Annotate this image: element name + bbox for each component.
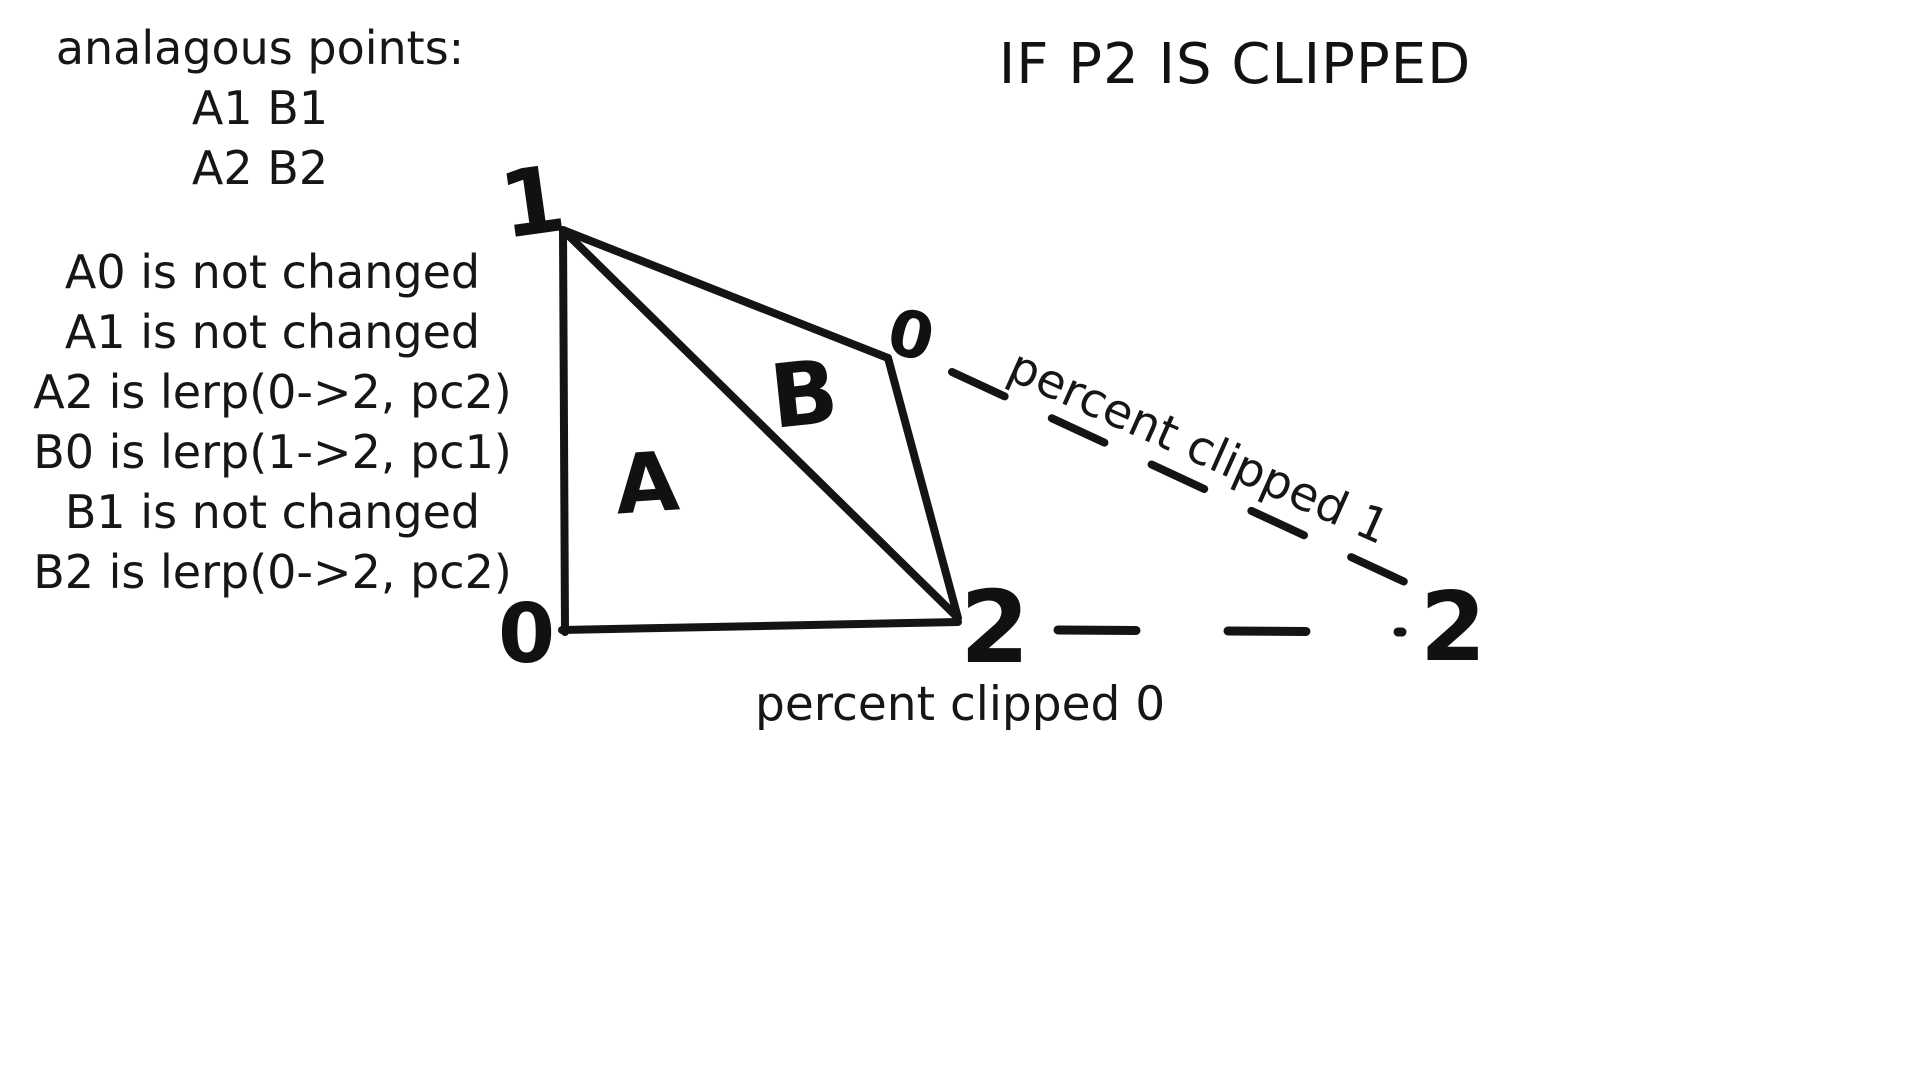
analogous-points-note: analagous points: A1 B1 A2 B2 [0,18,520,198]
rule-line-a1: A1 is not changed [64,305,481,359]
percent-clipped-1-label: percent clipped 1 [1000,339,1397,556]
analogous-pair-2: A2 B2 [191,141,329,195]
vertex-label-far-right-2: 2 [1420,573,1486,683]
analogous-pair-1: A1 B1 [191,81,329,135]
edge-clipped-0-to-2 [884,354,962,622]
vertex-label-1: 1 [493,145,571,260]
dashed-edge-percent-clipped-0 [1053,625,1407,637]
triangle-label-b: B [765,339,842,448]
lerp-rules-list: A0 is not changed A1 is not changed A2 i… [0,242,545,602]
rule-line-a0: A0 is not changed [64,245,481,299]
diagonal-1-to-2 [561,228,959,619]
dashed-edge-percent-clipped-1 [948,368,1452,606]
edge-1-to-clipped-0 [559,226,892,362]
rule-line-b0: B0 is lerp(1->2, pc1) [33,425,512,479]
edge-0-to-2 [558,618,962,634]
triangle-label-a: A [612,434,682,533]
edge-0-to-1 [559,226,569,636]
rule-line-b1: B1 is not changed [64,485,481,539]
rule-line-a2: A2 is lerp(0->2, pc2) [33,365,512,419]
vertex-label-0: 0 [498,587,555,682]
rule-line-b2: B2 is lerp(0->2, pc2) [33,545,512,599]
page-title: IF P2 IS CLIPPED [998,32,1472,97]
vertex-label-clipped-0: 0 [880,295,941,378]
vertex-label-2: 2 [960,569,1030,686]
percent-clipped-0-label: percent clipped 0 [755,677,1165,732]
analogous-points-title: analagous points: [55,21,465,75]
